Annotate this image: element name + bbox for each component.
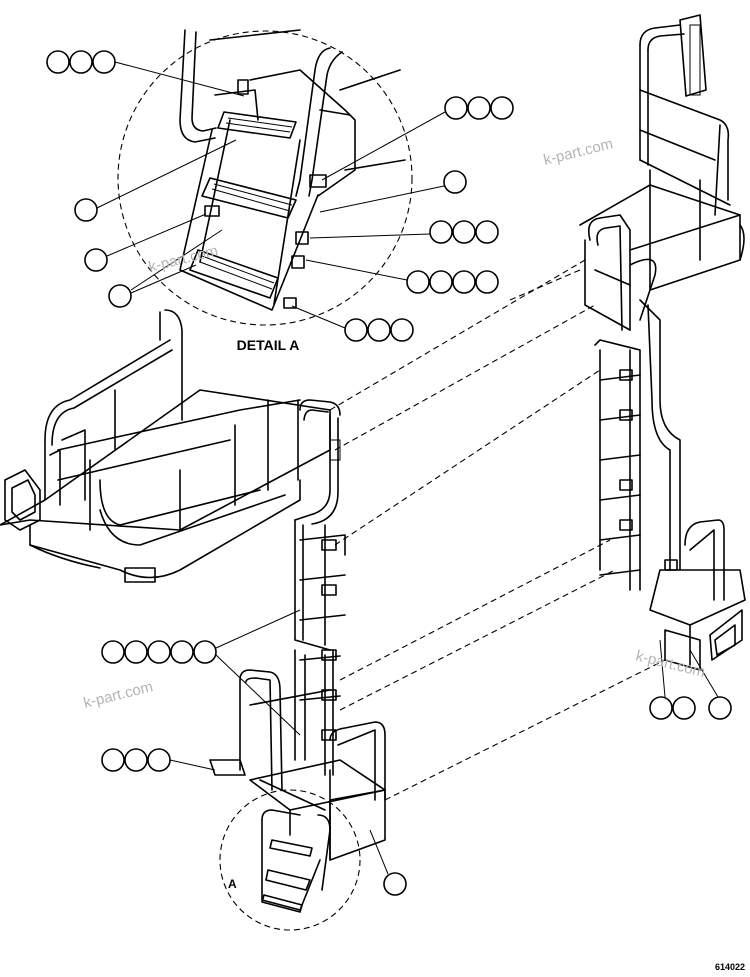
watermark-text: k-part.com xyxy=(542,135,615,169)
detail-a-reference-label: A xyxy=(228,877,237,891)
main-callouts xyxy=(101,609,732,896)
assembly-projection-lines xyxy=(329,259,666,801)
callout-balloon-single xyxy=(369,829,407,896)
watermark-text: k-part.com xyxy=(634,647,707,681)
callout-balloon-group xyxy=(305,259,499,294)
detail-a-title: DETAIL A xyxy=(237,337,300,353)
detail-a-boundary xyxy=(117,30,413,326)
watermark-text: k-part.com xyxy=(82,678,155,712)
callout-balloon-group xyxy=(321,96,514,181)
callout-balloon-group xyxy=(309,220,499,244)
callout-balloon-group xyxy=(649,639,732,720)
detail-a-reference-circle xyxy=(219,789,361,931)
callout-balloon-single xyxy=(84,213,207,272)
callout-balloon-single xyxy=(108,229,223,308)
detail-a-view xyxy=(117,29,413,326)
callout-balloon-group xyxy=(101,609,301,736)
callout-balloon-group xyxy=(291,305,414,342)
right-platform-assembly xyxy=(579,14,745,331)
lower-left-platform xyxy=(209,669,386,913)
callout-balloon-group xyxy=(46,50,245,97)
figure-number: 614022 xyxy=(715,962,745,972)
callout-balloon-group xyxy=(101,748,216,772)
left-platform-assembly xyxy=(0,309,331,583)
callout-balloon-single xyxy=(319,170,467,213)
callout-balloon-single xyxy=(74,139,237,222)
right-ladder-assembly xyxy=(594,299,746,671)
left-ladder-assembly xyxy=(294,399,346,776)
detail-a-callouts xyxy=(46,50,514,342)
